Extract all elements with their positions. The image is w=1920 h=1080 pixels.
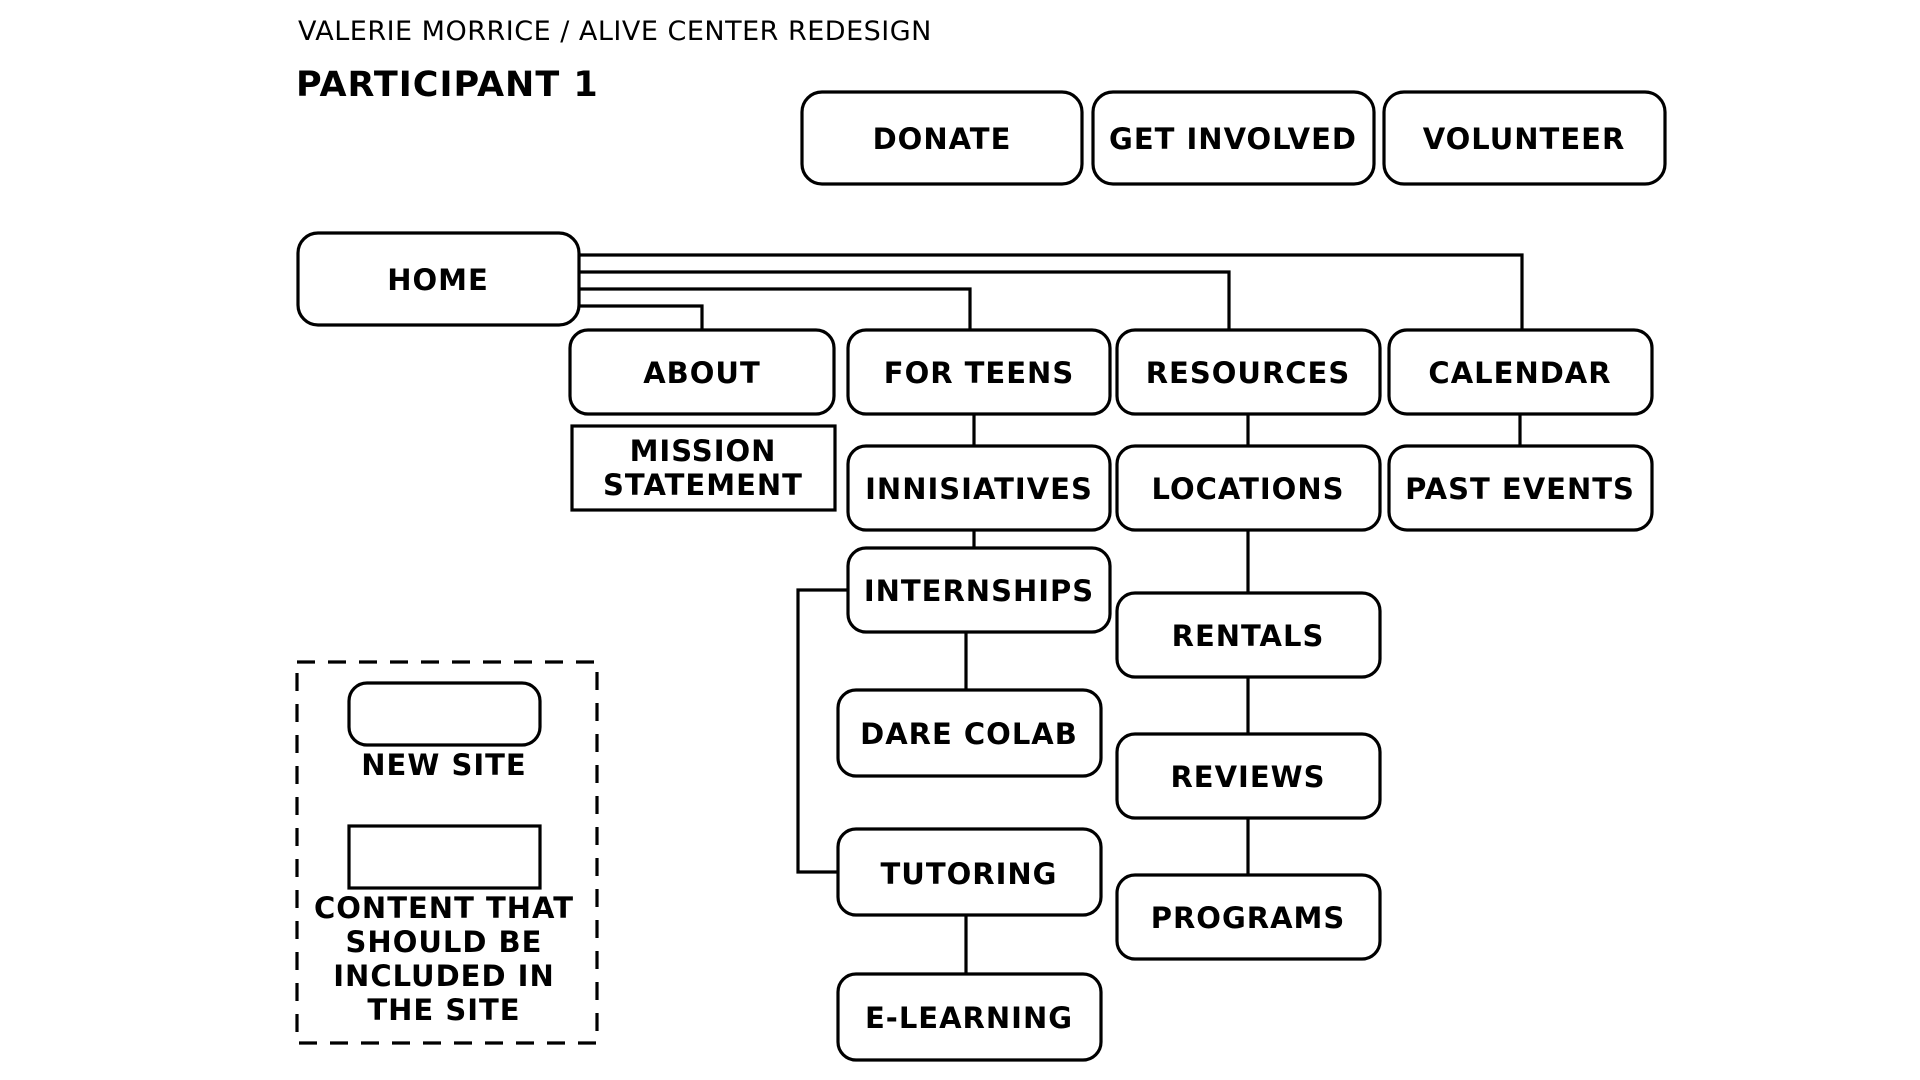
mission-statement-label-line-1: MISSION [630,434,777,468]
reviews-label: REVIEWS [1170,760,1325,794]
past-events-node[interactable]: PAST EVENTS [1387,444,1654,532]
mission-statement-node[interactable]: MISSION STATEMENT [570,424,837,512]
dare-colab-label: DARE COLAB [860,717,1078,751]
connector-home-calendar [579,253,1524,330]
internships-label: INTERNSHIPS [864,574,1094,608]
for-teens-label: FOR TEENS [884,356,1074,390]
e-learning-node[interactable]: E-LEARNING [836,972,1103,1062]
innisiatives-label: INNISIATIVES [865,472,1093,506]
resources-label: RESOURCES [1146,356,1351,390]
connector-lines [579,253,1524,974]
legend-content-label-line-2: SHOULD BE [346,925,543,959]
volunteer-button[interactable]: VOLUNTEER [1382,90,1667,186]
donate-button[interactable]: DONATE [800,90,1084,186]
tutoring-node[interactable]: TUTORING [836,827,1103,917]
participant-title: PARTICIPANT 1 [296,65,599,105]
connector-internships-tutoring [796,588,848,874]
donate-label: DONATE [873,122,1012,156]
locations-node[interactable]: LOCATIONS [1115,444,1382,532]
get-involved-label: GET INVOLVED [1109,122,1357,156]
connector-home-for-teens [579,287,972,330]
for-teens-node[interactable]: FOR TEENS [846,328,1112,416]
innisiatives-node[interactable]: INNISIATIVES [846,444,1112,532]
mission-statement-label-line-2: STATEMENT [603,468,803,502]
rentals-label: RENTALS [1172,619,1325,653]
resources-node[interactable]: RESOURCES [1115,328,1382,416]
home-node[interactable]: HOME [296,231,581,327]
legend-content-swatch [347,824,542,890]
connector-home-about [579,304,704,330]
legend-content-label-line-3: INCLUDED IN [333,959,554,993]
e-learning-label: E-LEARNING [865,1001,1073,1035]
connector-home-resources [579,270,1231,330]
rentals-node[interactable]: RENTALS [1115,591,1382,679]
about-node[interactable]: ABOUT [568,328,836,416]
locations-label: LOCATIONS [1152,472,1345,506]
about-label: ABOUT [643,356,761,390]
programs-node[interactable]: PROGRAMS [1115,873,1382,961]
programs-label: PROGRAMS [1151,901,1346,935]
dare-colab-node[interactable]: DARE COLAB [836,688,1103,778]
legend: NEW SITE CONTENT THAT SHOULD BE INCLUDED… [295,660,599,1045]
get-involved-button[interactable]: GET INVOLVED [1091,90,1376,186]
reviews-node[interactable]: REVIEWS [1115,732,1382,820]
calendar-node[interactable]: CALENDAR [1387,328,1654,416]
internships-node[interactable]: INTERNSHIPS [846,546,1112,634]
legend-new-site-swatch [347,681,542,747]
legend-content-label-line-4: THE SITE [367,993,520,1027]
volunteer-label: VOLUNTEER [1423,122,1626,156]
tutoring-label: TUTORING [881,857,1058,891]
past-events-label: PAST EVENTS [1405,472,1635,506]
legend-content-label-line-1: CONTENT THAT [314,891,574,925]
legend-new-site-label: NEW SITE [361,748,526,782]
project-subtitle: VALERIE MORRICE / ALIVE CENTER REDESIGN [298,16,932,47]
home-label: HOME [387,263,489,297]
calendar-label: CALENDAR [1428,356,1611,390]
